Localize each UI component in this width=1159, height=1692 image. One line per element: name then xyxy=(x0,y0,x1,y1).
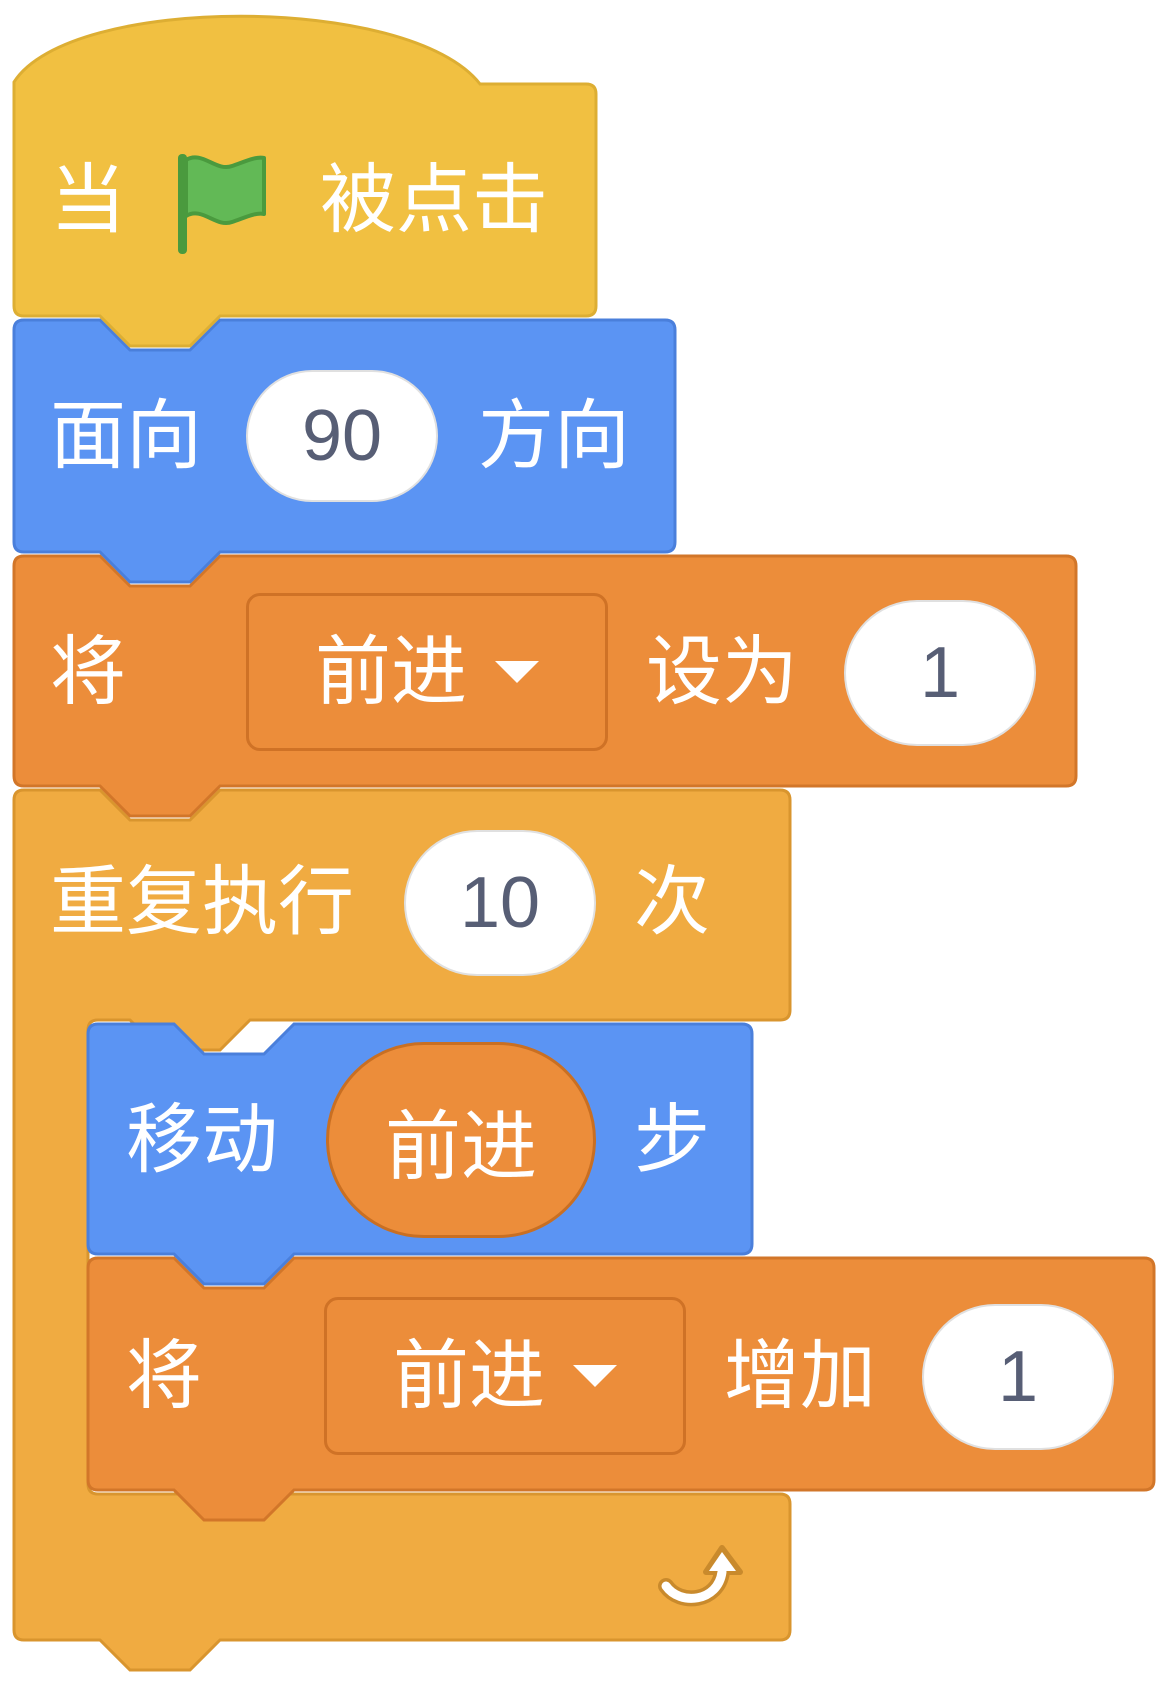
change-variable-name: 前进 xyxy=(393,1331,545,1420)
variable-reporter[interactable]: 前进 xyxy=(326,1042,596,1238)
green-flag-icon xyxy=(178,154,266,254)
repeat-block[interactable] xyxy=(12,788,792,1672)
point-label: 面向 xyxy=(50,391,202,480)
when-flag-clicked-block[interactable] xyxy=(12,14,598,348)
variable-dropdown[interactable]: 前进 xyxy=(246,593,608,751)
repeat-label: 重复执行 xyxy=(50,857,354,946)
steps-label: 步 xyxy=(634,1095,710,1184)
loop-arrow-icon xyxy=(658,1545,743,1607)
set-label: 将 xyxy=(50,627,126,716)
change-dropdown-caret-icon xyxy=(573,1365,617,1387)
change-value-input[interactable]: 1 xyxy=(922,1304,1114,1450)
direction-label: 方向 xyxy=(478,391,630,480)
variable-name: 前进 xyxy=(315,627,467,716)
times-label: 次 xyxy=(634,857,710,946)
direction-input[interactable]: 90 xyxy=(246,370,438,502)
dropdown-caret-icon xyxy=(495,661,539,683)
change-label: 将 xyxy=(126,1331,202,1420)
repeat-count-input[interactable]: 10 xyxy=(404,830,596,976)
set-to-label: 设为 xyxy=(646,627,798,716)
when-label: 当 xyxy=(50,155,126,244)
clicked-label: 被点击 xyxy=(320,155,548,244)
move-label: 移动 xyxy=(126,1095,278,1184)
change-variable-dropdown[interactable]: 前进 xyxy=(324,1297,686,1455)
change-by-label: 增加 xyxy=(724,1331,876,1420)
set-value-input[interactable]: 1 xyxy=(844,600,1036,746)
